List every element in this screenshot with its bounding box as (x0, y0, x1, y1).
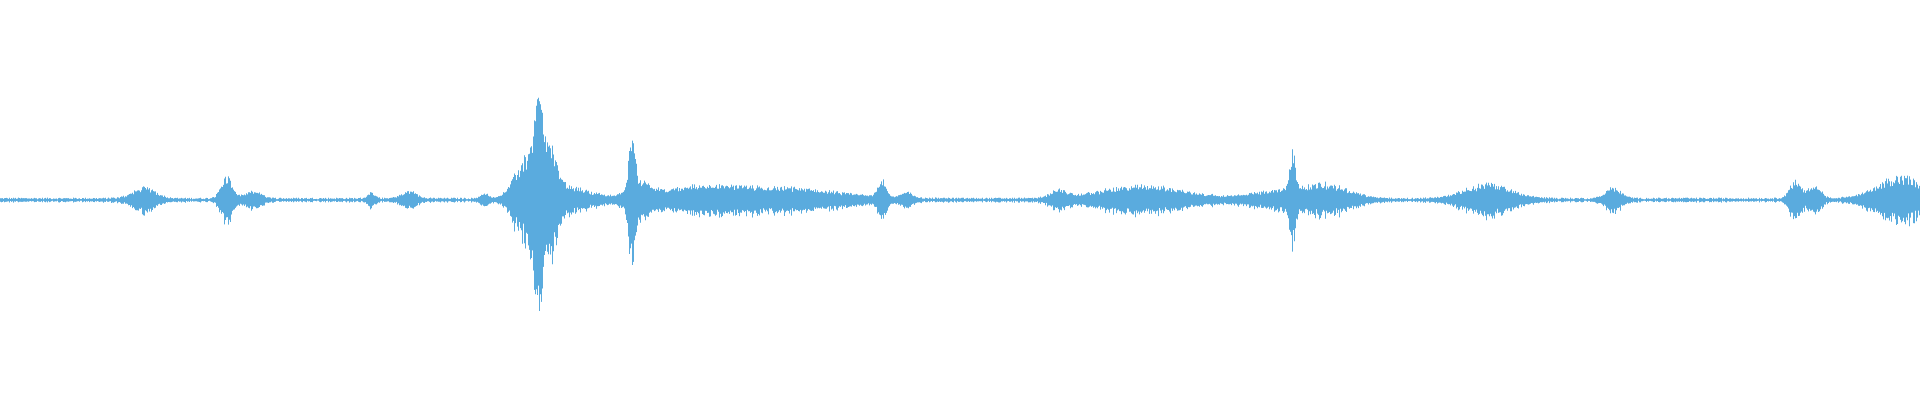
waveform-trace (0, 97, 1920, 311)
